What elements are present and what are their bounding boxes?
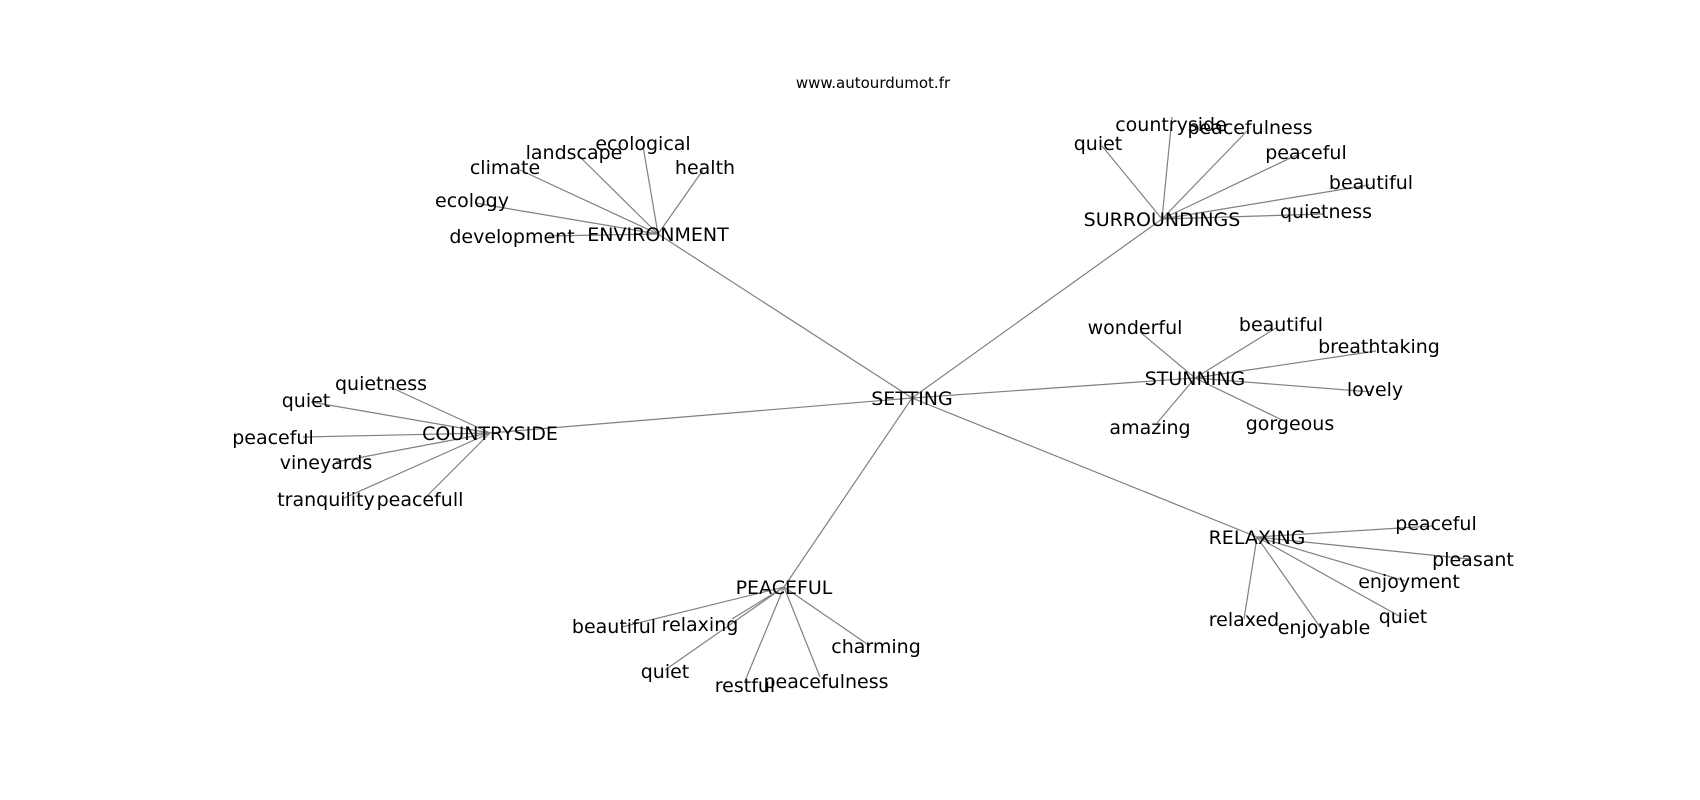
hub-node-countryside: COUNTRYSIDE [422, 423, 558, 445]
edge-setting-environment [657, 233, 913, 399]
leaf-node-environment-ecology: ecology [435, 190, 509, 212]
edge-setting-relaxing [911, 397, 1258, 538]
edge-environment-climate [519, 169, 659, 235]
edge-setting-countryside [489, 397, 913, 434]
edge-stunning-breathtaking [1194, 350, 1377, 379]
edge-peaceful-beautiful [621, 586, 785, 628]
edge-setting-stunning [911, 377, 1196, 399]
edge-relaxing-enjoyment [1256, 536, 1406, 582]
leaf-node-relaxing-pleasant: pleasant [1432, 549, 1514, 571]
edge-setting-surroundings [911, 218, 1163, 399]
edge-relaxing-peaceful [1256, 525, 1433, 538]
leaf-node-stunning-gorgeous: gorgeous [1246, 413, 1334, 435]
edge-relaxing-quiet [1256, 536, 1400, 617]
edge-surroundings-quietness [1161, 213, 1324, 220]
hub-node-relaxing: RELAXING [1209, 527, 1306, 549]
leaf-node-countryside-vineyards: vineyards [280, 452, 373, 474]
leaf-node-countryside-tranquility: tranquility [277, 489, 375, 511]
leaf-node-environment-climate: climate [470, 157, 540, 179]
edge-stunning-wonderful [1139, 331, 1196, 379]
leaf-node-relaxing-relaxed: relaxed [1209, 609, 1279, 631]
leaf-node-stunning-beautiful: beautiful [1239, 314, 1323, 336]
hub-node-peaceful: PEACEFUL [736, 577, 833, 599]
leaf-node-surroundings-peaceful: peaceful [1265, 142, 1347, 164]
edge-peaceful-charming [783, 586, 871, 647]
center-node-label: SETTING [871, 388, 952, 410]
leaf-node-peaceful-quiet: quiet [641, 661, 690, 683]
leaf-node-surroundings-peacefulness: peacefulness [1187, 117, 1312, 139]
graph-labels: www.autourdumot.fr SETTING ENVIRONMENT ec… [232, 74, 1514, 697]
edge-peaceful-restful [744, 586, 785, 682]
edge-relaxing-relaxed [1243, 536, 1258, 620]
leaf-node-relaxing-quiet: quiet [1379, 606, 1428, 628]
edge-setting-peaceful [783, 397, 913, 588]
leaf-node-countryside-quietness: quietness [335, 373, 427, 395]
edge-countryside-quiet [310, 401, 491, 434]
leaf-node-relaxing-enjoyment: enjoyment [1358, 571, 1460, 593]
edge-stunning-beautiful [1194, 327, 1277, 379]
hub-node-stunning: STUNNING [1145, 368, 1246, 390]
edge-surroundings-countryside [1161, 116, 1173, 220]
leaf-node-countryside-quiet: quiet [282, 390, 331, 412]
leaf-node-peaceful-restful: restful [715, 675, 775, 697]
leaf-node-stunning-lovely: lovely [1347, 379, 1403, 401]
leaf-node-surroundings-beautiful: beautiful [1329, 172, 1413, 194]
edge-environment-development [547, 233, 659, 237]
leaf-node-peaceful-beautiful: beautiful [572, 616, 656, 638]
edge-surroundings-beautiful [1161, 184, 1370, 220]
leaf-node-surroundings-countryside: countryside [1115, 114, 1227, 136]
leaf-node-surroundings-quietness: quietness [1280, 201, 1372, 223]
edge-countryside-quietness [389, 386, 491, 434]
edge-stunning-amazing [1156, 377, 1196, 424]
edge-countryside-vineyards [335, 432, 491, 463]
leaf-node-peaceful-peacefulness: peacefulness [763, 671, 888, 693]
edge-surroundings-peaceful [1161, 151, 1304, 220]
leaf-node-relaxing-peaceful: peaceful [1395, 513, 1477, 535]
leaf-node-relaxing-enjoyable: enjoyable [1278, 617, 1371, 639]
edge-relaxing-pleasant [1256, 536, 1470, 560]
edge-environment-ecological [642, 145, 659, 235]
edge-countryside-tranquility [341, 432, 491, 500]
leaf-node-peaceful-relaxing: relaxing [662, 614, 739, 636]
edge-peaceful-quiet [664, 586, 785, 671]
hub-node-surroundings: SURROUNDINGS [1084, 209, 1241, 231]
leaf-node-environment-ecological: ecological [595, 133, 690, 155]
edge-environment-landscape [577, 154, 659, 235]
graph-edges [302, 116, 1470, 682]
edge-surroundings-quiet [1101, 145, 1163, 220]
leaf-node-stunning-breathtaking: breathtaking [1318, 336, 1440, 358]
leaf-node-peaceful-charming: charming [831, 636, 921, 658]
edge-stunning-lovely [1194, 377, 1373, 393]
leaf-node-stunning-wonderful: wonderful [1088, 317, 1183, 339]
edge-countryside-peacefull [423, 432, 491, 500]
edge-peaceful-peacefulness [783, 586, 821, 678]
leaf-node-stunning-amazing: amazing [1109, 417, 1190, 439]
leaf-node-surroundings-quiet: quiet [1074, 133, 1123, 155]
leaf-node-environment-development: development [449, 226, 574, 248]
leaf-node-environment-landscape: landscape [526, 142, 623, 164]
leaf-node-countryside-peacefull: peacefull [377, 489, 464, 511]
edge-environment-ecology [474, 202, 659, 235]
edge-surroundings-peacefulness [1161, 130, 1248, 220]
edge-relaxing-enjoyable [1256, 536, 1321, 628]
site-credit: www.autourdumot.fr [796, 74, 951, 92]
edge-stunning-gorgeous [1194, 377, 1283, 421]
edge-environment-health [657, 169, 704, 235]
edge-countryside-peaceful [302, 432, 491, 438]
hub-node-environment: ENVIRONMENT [587, 224, 729, 246]
leaf-node-environment-health: health [675, 157, 735, 179]
leaf-node-countryside-peaceful: peaceful [232, 427, 314, 449]
